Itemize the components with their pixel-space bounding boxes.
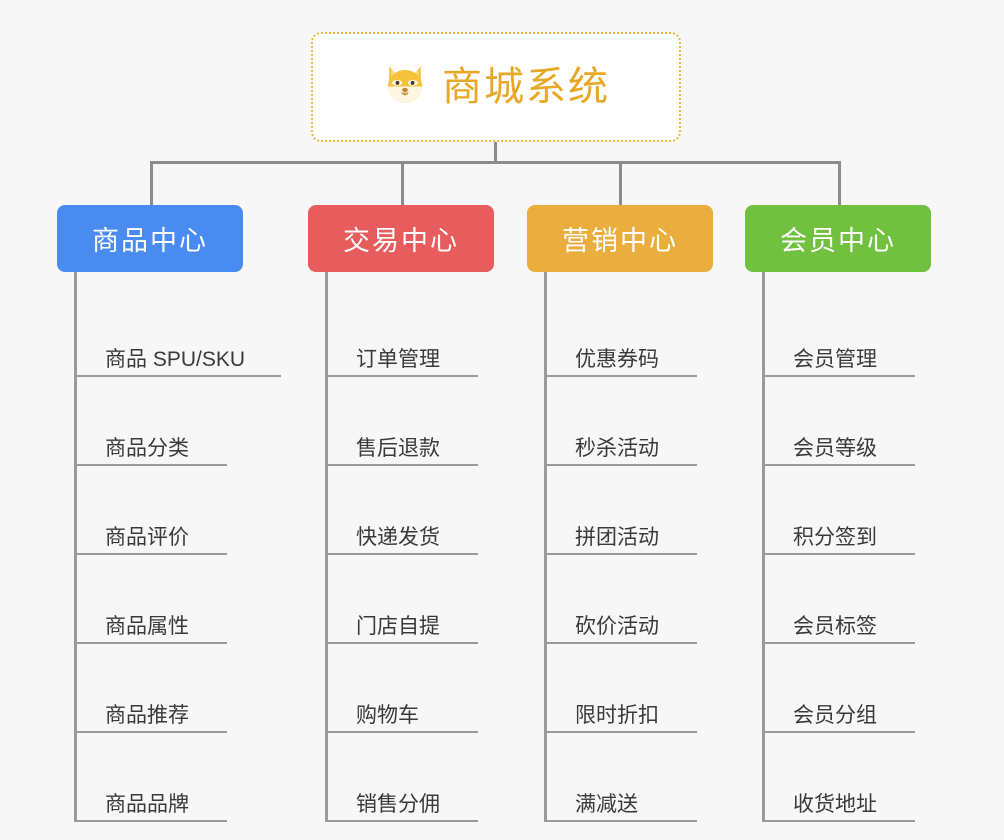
list-item-label: 商品品牌 (77, 793, 227, 822)
list-item[interactable]: 会员管理 (765, 288, 931, 377)
list-item[interactable]: 积分签到 (765, 466, 931, 555)
list-item-label: 收货地址 (765, 793, 915, 822)
list-item[interactable]: 满减送 (547, 733, 713, 822)
branch-items-0: 商品 SPU/SKU 商品分类 商品评价 商品属性 商品推荐 商品品牌 (74, 272, 281, 822)
list-item-label: 售后退款 (328, 437, 478, 466)
connector-horizontal-bus (150, 161, 841, 164)
list-item[interactable]: 商品品牌 (77, 733, 243, 822)
list-item-label: 购物车 (328, 704, 478, 733)
list-item-label: 快递发货 (328, 526, 478, 555)
list-item-label: 商品属性 (77, 615, 227, 644)
list-item-label: 商品推荐 (77, 704, 227, 733)
list-item-label: 积分签到 (765, 526, 915, 555)
list-item[interactable]: 购物车 (328, 644, 494, 733)
branch-column-2: 营销中心 优惠券码 秒杀活动 拼团活动 砍价活动 限时折扣 满减送 (527, 205, 713, 822)
root-node[interactable]: 商城系统 (311, 32, 681, 142)
connector-root-stem (494, 142, 497, 164)
branch-column-3: 会员中心 会员管理 会员等级 积分签到 会员标签 会员分组 收货地址 (745, 205, 931, 822)
branch-header-label: 商品中心 (92, 226, 208, 256)
list-item-label: 订单管理 (328, 348, 478, 377)
list-item-label: 会员管理 (765, 348, 915, 377)
list-item[interactable]: 商品评价 (77, 466, 243, 555)
list-item[interactable]: 销售分佣 (328, 733, 494, 822)
list-item-label: 会员分组 (765, 704, 915, 733)
branch-items-1: 订单管理 售后退款 快递发货 门店自提 购物车 销售分佣 (325, 272, 494, 822)
list-item[interactable]: 商品推荐 (77, 644, 243, 733)
branch-header-3[interactable]: 会员中心 (745, 205, 931, 272)
list-item[interactable]: 优惠券码 (547, 288, 713, 377)
list-item[interactable]: 拼团活动 (547, 466, 713, 555)
list-item-label: 限时折扣 (547, 704, 697, 733)
list-item-label: 门店自提 (328, 615, 478, 644)
list-item-label: 满减送 (547, 793, 697, 822)
branch-header-label: 交易中心 (343, 226, 459, 256)
list-item[interactable]: 订单管理 (328, 288, 494, 377)
branch-header-0[interactable]: 商品中心 (57, 205, 243, 272)
branch-column-0: 商品中心 商品 SPU/SKU 商品分类 商品评价 商品属性 商品推荐 商品品牌 (57, 205, 281, 822)
list-item[interactable]: 快递发货 (328, 466, 494, 555)
list-item-label: 商品 SPU/SKU (77, 348, 281, 377)
shiba-dog-icon (382, 62, 428, 113)
branch-header-2[interactable]: 营销中心 (527, 205, 713, 272)
list-item[interactable]: 收货地址 (765, 733, 931, 822)
list-item-label: 优惠券码 (547, 348, 697, 377)
list-item[interactable]: 限时折扣 (547, 644, 713, 733)
list-item-label: 秒杀活动 (547, 437, 697, 466)
list-item[interactable]: 门店自提 (328, 555, 494, 644)
connector-drop-3 (619, 161, 622, 207)
list-item-label: 销售分佣 (328, 793, 478, 822)
list-item[interactable]: 商品属性 (77, 555, 243, 644)
list-item[interactable]: 会员标签 (765, 555, 931, 644)
connector-drop-4 (838, 161, 841, 207)
branch-column-1: 交易中心 订单管理 售后退款 快递发货 门店自提 购物车 销售分佣 (308, 205, 494, 822)
list-item[interactable]: 砍价活动 (547, 555, 713, 644)
branch-items-2: 优惠券码 秒杀活动 拼团活动 砍价活动 限时折扣 满减送 (544, 272, 713, 822)
list-item-label: 砍价活动 (547, 615, 697, 644)
branch-items-3: 会员管理 会员等级 积分签到 会员标签 会员分组 收货地址 (762, 272, 931, 822)
root-title: 商城系统 (442, 65, 610, 109)
list-item-label: 商品分类 (77, 437, 227, 466)
connector-drop-2 (401, 161, 404, 207)
list-item-label: 会员等级 (765, 437, 915, 466)
branch-header-label: 会员中心 (780, 226, 896, 256)
list-item-label: 拼团活动 (547, 526, 697, 555)
list-item[interactable]: 会员等级 (765, 377, 931, 466)
branch-header-label: 营销中心 (562, 226, 678, 256)
list-item[interactable]: 会员分组 (765, 644, 931, 733)
list-item[interactable]: 商品分类 (77, 377, 243, 466)
list-item[interactable]: 售后退款 (328, 377, 494, 466)
branch-header-1[interactable]: 交易中心 (308, 205, 494, 272)
list-item-label: 商品评价 (77, 526, 227, 555)
list-item[interactable]: 商品 SPU/SKU (77, 288, 281, 377)
connector-drop-1 (150, 161, 153, 207)
list-item-label: 会员标签 (765, 615, 915, 644)
list-item[interactable]: 秒杀活动 (547, 377, 713, 466)
